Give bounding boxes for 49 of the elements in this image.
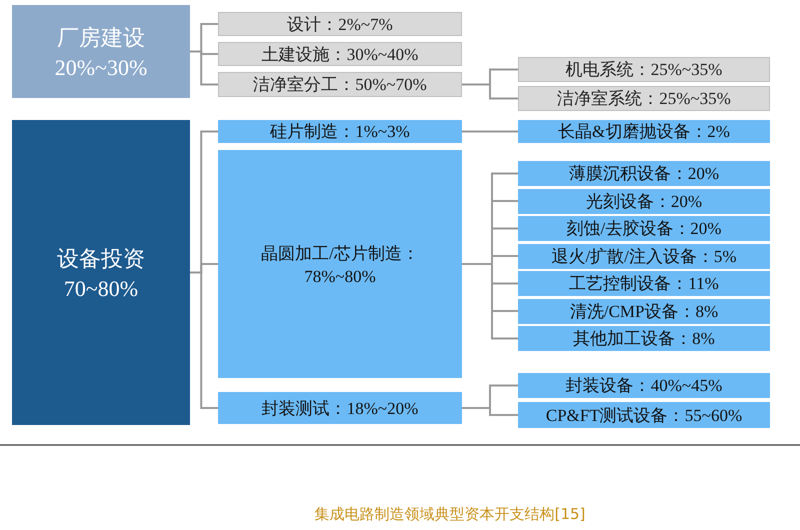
box-label: 其他加工设备：8%	[573, 328, 715, 350]
item-box	[218, 72, 462, 97]
box-label: 长晶&切磨抛设备：2%	[558, 121, 730, 143]
item-box	[518, 298, 770, 324]
box-label: 设计：2%~7%	[287, 14, 393, 36]
item-box	[518, 216, 770, 241]
box-label: 硅片制造：1%~3%	[270, 121, 410, 143]
box-label: 土建设施：30%~40%	[262, 44, 418, 66]
item-box	[518, 57, 770, 82]
item-box	[518, 120, 770, 143]
box-label: 光刻设备：20%	[586, 190, 702, 212]
box-label: 清洗/CMP设备：8%	[570, 300, 718, 322]
item-box	[518, 373, 770, 398]
box-label: 70~80%	[64, 276, 138, 302]
box-label: 工艺控制设备：11%	[569, 273, 719, 295]
category-box	[12, 120, 190, 425]
item-box	[218, 120, 462, 143]
box-label: 薄膜沉积设备：20%	[568, 163, 720, 185]
connector-line	[190, 50, 218, 86]
category-box	[12, 5, 190, 98]
connector-line	[462, 130, 518, 132]
figure-caption: 集成电路制造领域典型资本开支结构[15]	[314, 505, 586, 523]
box-label: CP&FT测试设备：55~60%	[546, 404, 742, 426]
item-box	[518, 271, 770, 296]
item-box	[518, 86, 770, 111]
item-box	[518, 188, 770, 214]
box-label: 厂房建设	[57, 24, 145, 52]
item-box	[218, 42, 462, 66]
item-box	[218, 392, 462, 424]
item-box	[218, 12, 462, 36]
box-label: 晶圆加工/芯片制造：	[261, 242, 419, 264]
box-label: 刻蚀/去胶设备：20%	[566, 218, 722, 240]
item-box	[518, 402, 770, 428]
connector-line	[462, 263, 518, 340]
box-label: 洁净室分工：50%~70%	[253, 74, 427, 96]
item-box	[518, 161, 770, 186]
connector-line	[462, 407, 518, 416]
box-label: 封装测试：18%~20%	[262, 398, 418, 420]
box-label: 20%~30%	[54, 54, 148, 80]
box-label: 机电系统：25%~35%	[566, 59, 722, 81]
box-label: 洁净室系统：25%~35%	[557, 88, 731, 110]
connector-line	[190, 272, 218, 409]
box-label: 78%~80%	[304, 266, 376, 286]
box-label: 退火/扩散/注入设备：5%	[551, 246, 737, 268]
box-label: 设备投资	[57, 244, 145, 272]
box-label: 封装设备：40%~45%	[566, 375, 722, 397]
item-box	[518, 326, 770, 351]
item-box	[518, 244, 770, 268]
item-box	[218, 150, 462, 378]
